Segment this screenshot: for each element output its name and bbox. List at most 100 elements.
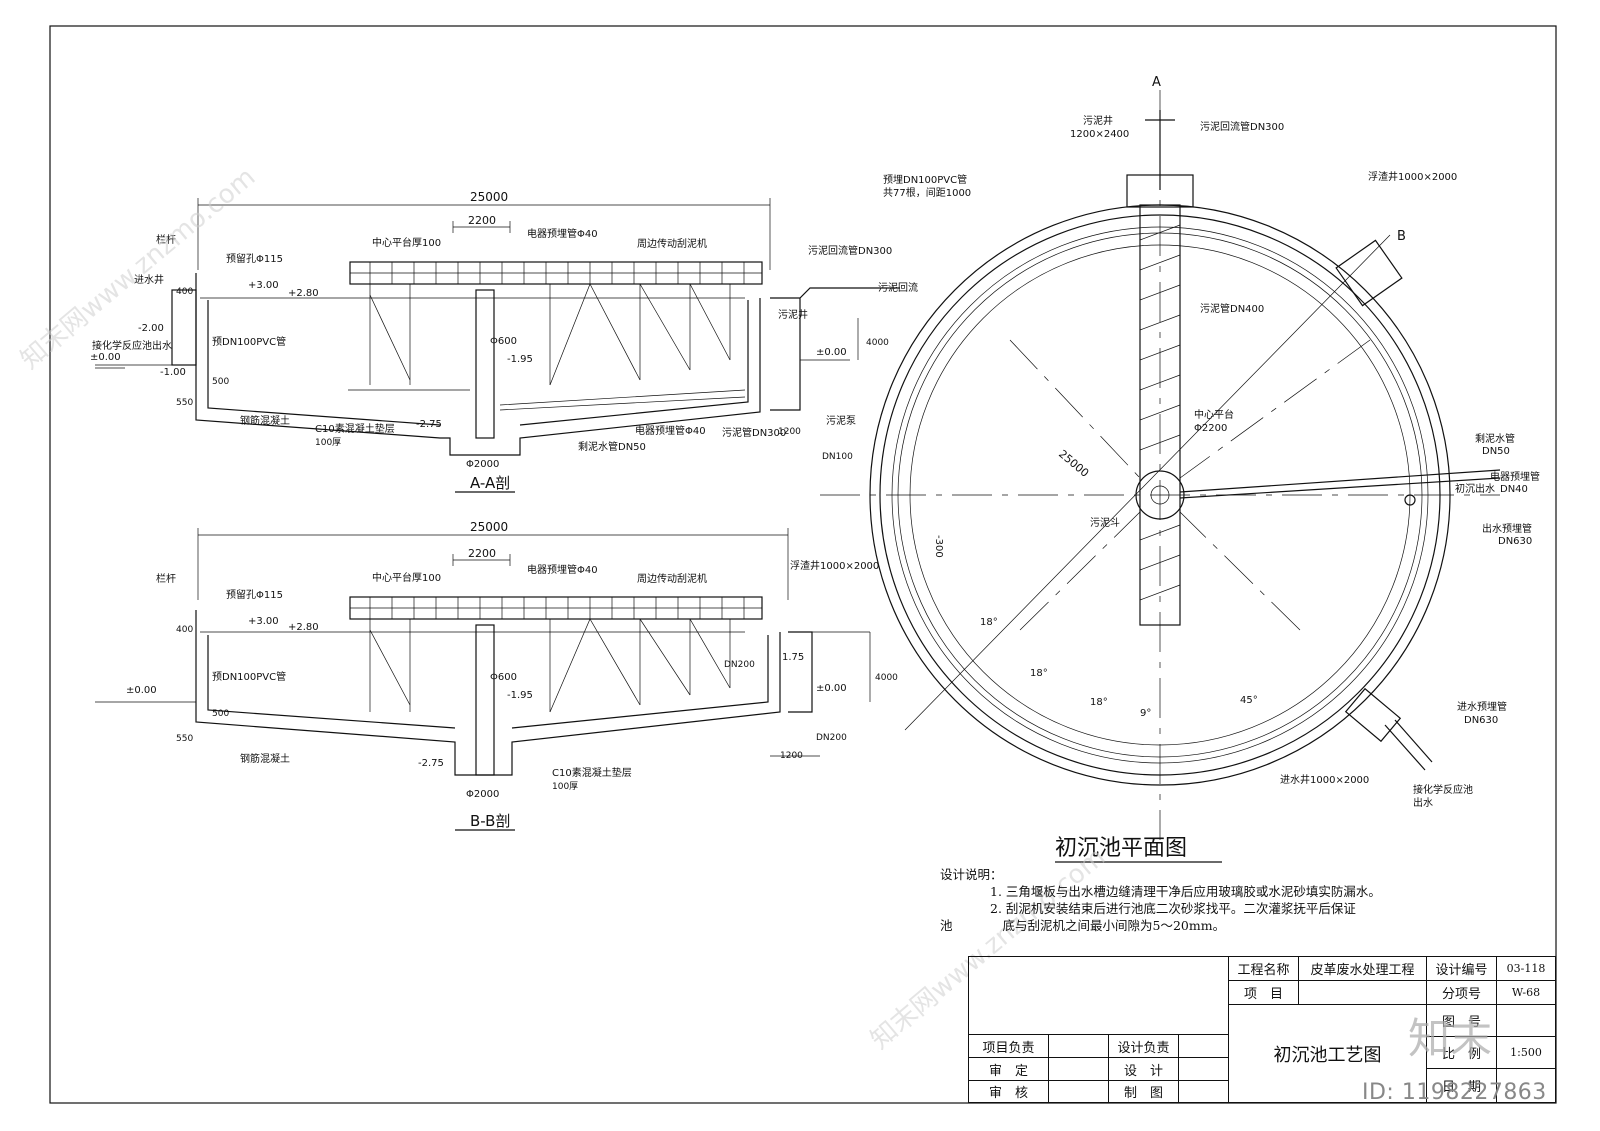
bb-dim-platform: 2200 — [468, 547, 496, 560]
plan-inlet-pipe: 进水预埋管 — [1457, 700, 1507, 713]
plan-inlet-dn: DN630 — [1464, 715, 1498, 726]
plan-a18c: 18° — [1090, 697, 1108, 708]
plan-chem2: 出水 — [1413, 796, 1433, 809]
tb-sign-4 — [1179, 1058, 1229, 1081]
bb-center-platform: 中心平台厚100 — [372, 571, 441, 584]
plan-outlet-dn: DN630 — [1498, 536, 1532, 547]
bb-e300: +3.00 — [248, 616, 279, 627]
tb-role-check: 审 核 — [969, 1081, 1049, 1102]
aa-hole: 预留孔Φ115 — [226, 252, 283, 265]
bb-e000r: ±0.00 — [816, 683, 847, 694]
aa-d4000: 4000 — [866, 338, 889, 348]
aa-center-platform: 中心平台厚100 — [372, 236, 441, 249]
notes-line-3b: 底与刮泥机之间最小间隙为5～20mm。 — [1002, 918, 1226, 933]
aa-e200: -2.00 — [138, 323, 164, 334]
aa-pvc: 预DN100PVC管 — [212, 335, 286, 348]
plan-center-platform: 中心平台 — [1194, 408, 1234, 421]
bb-hole: 预留孔Φ115 — [226, 588, 283, 601]
aa-d550: 550 — [176, 398, 193, 408]
plan-pvc2: 共77根，间距1000 — [883, 186, 971, 199]
aa-e280: +2.80 — [288, 288, 319, 299]
aa-cable-pipe: 电器预埋管Φ40 — [527, 227, 598, 240]
bb-d500: 500 — [212, 709, 229, 719]
plan-view: 初沉池平面图 污泥井 1200×2400 污泥回流管DN300 预埋DN100P… — [820, 75, 1540, 863]
watermark-id: ID: 1198227863 — [1362, 1080, 1547, 1105]
aa-dn100: DN100 — [822, 452, 853, 462]
tb-sub-no: W-68 — [1497, 981, 1555, 1005]
aa-dim-platform: 2200 — [468, 214, 496, 227]
bb-phi600: Φ600 — [490, 672, 517, 683]
title-block: 工程名称 皮革废水处理工程 设计编号 03-118 项 目 分项号 W-68 项… — [968, 956, 1556, 1103]
plan-sludge-hopper: 污泥斗 — [1090, 516, 1120, 529]
aa-e000r: ±0.00 — [816, 347, 847, 358]
plan-mark-b: B — [1397, 229, 1406, 244]
plan-a18a: 18° — [980, 617, 998, 628]
tb-fig-no — [1497, 1005, 1555, 1037]
tb-sign-1 — [1049, 1035, 1109, 1058]
aa-sludge-return-short: 污泥回流 — [878, 281, 918, 294]
aa-e000: ±0.00 — [90, 352, 121, 363]
tb-sign-2 — [1179, 1035, 1229, 1058]
bb-d4000: 4000 — [875, 673, 898, 683]
tb-sign-6 — [1179, 1081, 1229, 1102]
aa-dim-total: 25000 — [470, 190, 508, 204]
bb-phi2000: Φ2000 — [466, 789, 499, 800]
tb-project-name: 皮革废水处理工程 — [1299, 957, 1427, 981]
aa-drain: 剩泥水管DN50 — [578, 440, 646, 453]
aa-c10: C10素混凝土垫层 — [315, 422, 395, 435]
tb-role-design-lead: 设计负责 — [1109, 1035, 1179, 1058]
bb-title: B-B剖 — [470, 812, 510, 830]
tb-scale: 1:500 — [1497, 1037, 1555, 1069]
bb-cable-pipe: 电器预埋管Φ40 — [527, 563, 598, 576]
plan-outlet-sec: 初沉出水 — [1455, 482, 1495, 495]
bb-scraper: 周边传动刮泥机 — [637, 572, 707, 585]
bb-pvc: 预DN100PVC管 — [212, 670, 286, 683]
aa-pump: 污泥泵 — [826, 414, 856, 427]
bb-thick100: 100厚 — [552, 781, 578, 792]
notes-line-3a: 池 — [940, 918, 953, 933]
aa-inlet-well: 进水井 — [134, 273, 164, 286]
aa-d1200: 1200 — [778, 427, 801, 437]
section-aa: 25000 2200 — [90, 190, 918, 493]
tb-date-label: 日 期 — [1427, 1069, 1497, 1102]
notes-line-2: 2. 刮泥机安装结束后进行池底二次砂浆找平。二次灌浆抚平后保证 — [990, 901, 1356, 916]
plan-sludge-well-size: 1200×2400 — [1070, 129, 1129, 140]
bb-e175: 1.75 — [782, 652, 804, 663]
plan-sludge-pipe: 污泥管DN400 — [1200, 302, 1264, 315]
aa-d400: 400 — [176, 287, 193, 297]
tb-sign-5 — [1049, 1081, 1109, 1102]
section-bb: 25000 2200 — [95, 520, 898, 831]
bb-e000: ±0.00 — [126, 685, 157, 696]
bb-c10: C10素混凝土垫层 — [552, 766, 632, 779]
aa-e195: -1.95 — [507, 354, 533, 365]
aa-rc: 钢筋混凝土 — [240, 414, 290, 427]
plan-mark-a: A — [1152, 75, 1161, 90]
aa-title: A-A剖 — [470, 474, 510, 492]
aa-d500: 500 — [212, 377, 229, 387]
aa-sludge-well: 污泥井 — [778, 308, 808, 321]
tb-sign-3 — [1049, 1058, 1109, 1081]
aa-chem-outlet: 接化学反应池出水 — [92, 339, 172, 352]
tb-role-proj-lead: 项目负责 — [969, 1035, 1049, 1058]
bb-dim-total: 25000 — [470, 520, 508, 534]
plan-a45: 45° — [1240, 695, 1258, 706]
plan-a18b: 18° — [1030, 668, 1048, 679]
sheet-border — [49, 25, 1557, 1104]
aa-e100: -1.00 — [160, 367, 186, 378]
bb-e280: +2.80 — [288, 622, 319, 633]
bb-d400: 400 — [176, 625, 193, 635]
bb-e275: -2.75 — [418, 758, 444, 769]
plan-drain: 剩泥水管 — [1475, 432, 1515, 445]
bb-dn200b: DN200 — [816, 733, 847, 743]
plan-center-size: Φ2200 — [1194, 423, 1227, 434]
tb-item-label: 项 目 — [1229, 981, 1299, 1005]
plan-cable: 电器预埋管 — [1490, 470, 1540, 483]
tb-design-no: 03-118 — [1497, 957, 1555, 981]
tb-fig-no-label: 图 号 — [1427, 1005, 1497, 1037]
aa-sludge-return: 污泥回流管DN300 — [808, 244, 892, 257]
notes-title: 设计说明： — [940, 867, 1003, 882]
tb-role-review: 审 定 — [969, 1058, 1049, 1081]
plan-sludge-well: 污泥井 — [1083, 114, 1113, 127]
plan-chem: 接化学反应池 — [1413, 783, 1473, 796]
